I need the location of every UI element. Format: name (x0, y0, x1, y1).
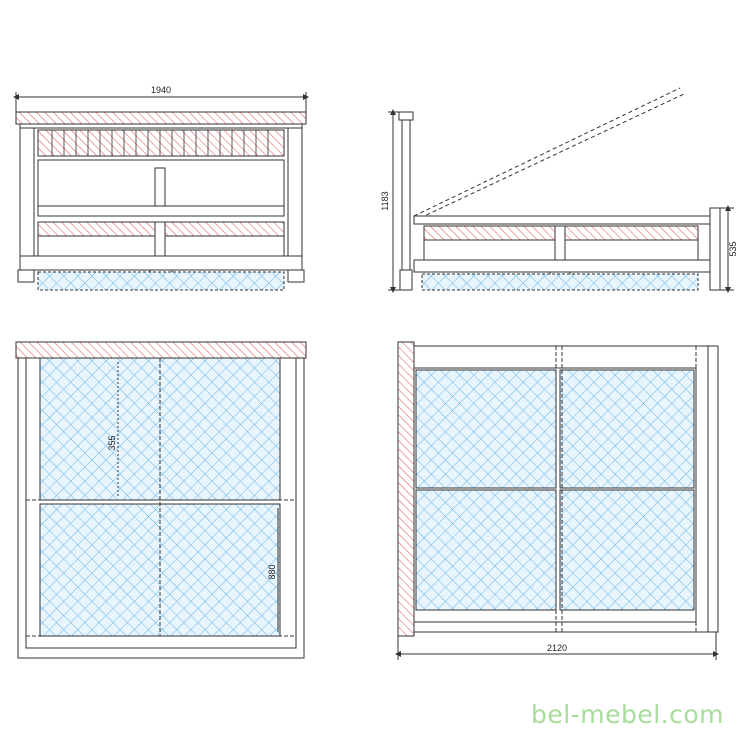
dim-front-width: 1940 (151, 85, 171, 95)
dim-top-width: 880 (267, 564, 277, 579)
dim-plan-length: 2120 (547, 643, 567, 653)
side-view (388, 87, 734, 293)
front-view (13, 92, 309, 291)
plan-view (395, 341, 719, 660)
brand-watermark: bel-mebel.com (531, 700, 724, 729)
dim-top-segment: 355 (107, 435, 117, 450)
top-view (15, 341, 307, 659)
dim-footboard-height: 535 (728, 241, 738, 256)
dim-side-height: 1183 (380, 191, 390, 210)
